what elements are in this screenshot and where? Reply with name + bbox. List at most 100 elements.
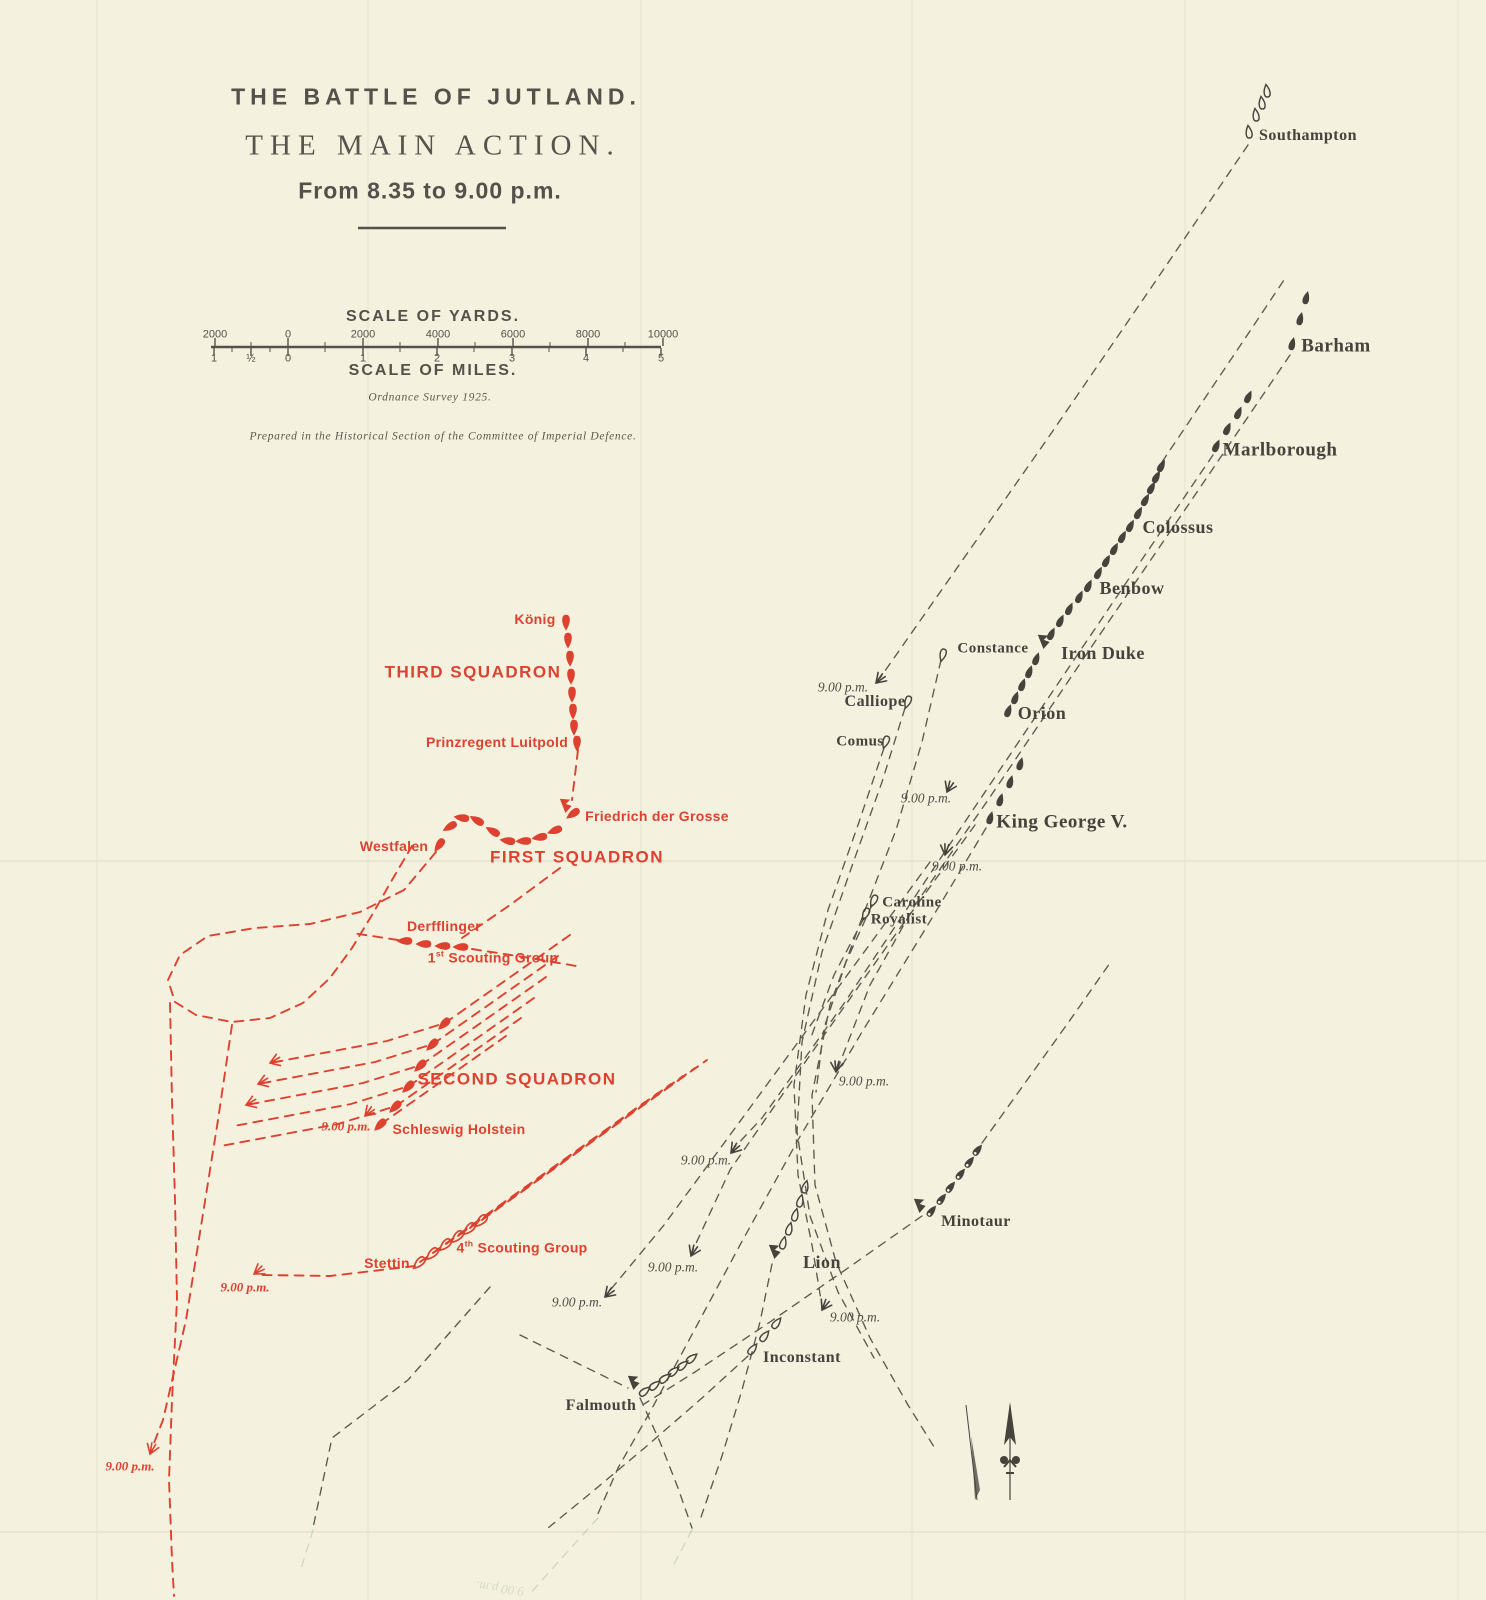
british-track [809, 917, 865, 1041]
label-ship-friedrich-der-grosse: Friedrich der Grosse [585, 808, 729, 824]
ship-marker [904, 695, 913, 710]
label-ship-calliope: Calliope [844, 693, 906, 710]
label-ship-falmouth: Falmouth [565, 1397, 637, 1414]
label-time-british-5: 9.00 p.m. [680, 1152, 732, 1168]
label-time-british-6: 9.00 p.m. [647, 1259, 699, 1275]
label-yards-10000: 10000 [647, 328, 679, 341]
time-arrow-icon [944, 780, 958, 794]
ship-marker [1140, 493, 1149, 507]
ship-marker [800, 1179, 809, 1194]
label-ship-schleswig-holstein: Schleswig Holstein [392, 1121, 526, 1137]
ship-marker [759, 1329, 770, 1343]
german-track [168, 1002, 178, 1597]
label-ship-stettin: Stettin [364, 1255, 410, 1271]
time-arrow-icon [730, 1141, 743, 1155]
ship-marker [882, 735, 891, 750]
label-ship-caroline: Caroline [882, 894, 942, 911]
ship-marker [531, 832, 548, 841]
label-time-german-3: 9.00 p.m. [105, 1458, 155, 1474]
time-arrow-icon [874, 671, 888, 685]
ship-marker [564, 632, 572, 649]
ship-marker [1223, 422, 1231, 436]
label-ship-orion: Orion [1017, 703, 1067, 723]
label-group-1st-scouting: 1st Scouting Group [427, 948, 559, 966]
ship-marker [1046, 627, 1055, 641]
label-squadron-second: SECOND SQUADRON [417, 1069, 617, 1089]
british-track [671, 1529, 693, 1569]
label-squadron-first: FIRST SQUADRON [490, 847, 664, 867]
british-track [733, 454, 1214, 1149]
label-ship-marlborough: Marlborough [1222, 439, 1338, 461]
ship-marker [566, 807, 580, 819]
ship-marker [1025, 665, 1033, 679]
label-ship-southampton: Southampton [1259, 127, 1357, 144]
ship-marker [1151, 470, 1160, 484]
label-ship-minotaur: Minotaur [941, 1213, 1011, 1230]
british-track [519, 1334, 629, 1389]
ship-marker [567, 668, 575, 685]
time-arrow-icon [244, 1095, 258, 1109]
ship-marker [374, 1118, 387, 1131]
ship-marker [1064, 602, 1073, 616]
ship-marker [1032, 652, 1040, 666]
label-time-german-1: 9.00 p.m. [321, 1118, 371, 1134]
label-yards-8000: 8000 [575, 328, 601, 341]
ship-marker [1244, 390, 1252, 404]
label-scale-of-miles-heading: SCALE OF MILES. [348, 362, 518, 379]
ship-marker [926, 1205, 937, 1217]
label-title-line-2: THE MAIN ACTION. [245, 129, 621, 162]
ship-marker [573, 735, 581, 752]
ship-marker [1288, 337, 1296, 351]
ship-marker [1011, 691, 1019, 705]
label-title-line-1: THE BATTLE OF JUTLAND. [231, 83, 641, 110]
german-track [461, 867, 561, 939]
ship-marker [1018, 678, 1026, 692]
german-track [257, 955, 559, 1085]
flagship-flag-icon [627, 1375, 640, 1390]
time-arrow-icon [830, 1060, 844, 1074]
ship-marker [1101, 554, 1110, 568]
german-track [233, 997, 535, 1127]
label-ship-westfalen: Westfalen [359, 838, 429, 854]
label-miles-4: 4 [582, 352, 590, 365]
german-track [245, 976, 547, 1106]
label-time-british-4: 9.00 p.m. [838, 1073, 890, 1089]
ship-marker [453, 814, 470, 823]
ship-marker [771, 1316, 782, 1330]
label-ship-inconstant: Inconstant [763, 1349, 841, 1366]
flagship-flag-icon [1037, 634, 1050, 649]
label-ship-colossus: Colossus [1142, 517, 1214, 537]
ship-marker [1083, 579, 1092, 593]
british-track [606, 861, 931, 1295]
british-track [643, 1215, 923, 1405]
british-track [796, 707, 906, 1359]
ship-marker [1146, 481, 1155, 495]
label-ship-lion: Lion [802, 1252, 842, 1272]
ship-marker [986, 811, 994, 825]
ship-marker [1074, 590, 1083, 604]
ship-marker [569, 703, 577, 720]
label-ship-prinzregent-luitpold: Prinzregent Luitpold [425, 734, 569, 750]
ship-marker [566, 650, 574, 667]
ship-marker [1004, 704, 1012, 718]
german-track [151, 1024, 233, 1449]
label-ghost-time: 9.00 p.m. [475, 1578, 525, 1600]
label-miles-half: ½ [246, 352, 256, 365]
ship-marker [462, 1221, 477, 1236]
time-arrow-icon [268, 1053, 282, 1067]
ship-marker [425, 1246, 440, 1261]
ship-marker [1156, 459, 1165, 473]
ship-marker [438, 1237, 453, 1252]
label-squadron-third: THIRD SQUADRON [384, 662, 562, 682]
german-track [481, 1059, 708, 1221]
ship-marker [1245, 124, 1253, 139]
ship-marker [1117, 530, 1126, 544]
label-ship-king-george-v: King George V. [996, 811, 1128, 833]
time-arrow-icon [688, 1244, 702, 1258]
label-miles-5: 5 [657, 352, 665, 365]
time-arrow-icon [363, 1104, 377, 1118]
ship-marker [450, 1229, 465, 1244]
ship-marker [939, 648, 948, 663]
